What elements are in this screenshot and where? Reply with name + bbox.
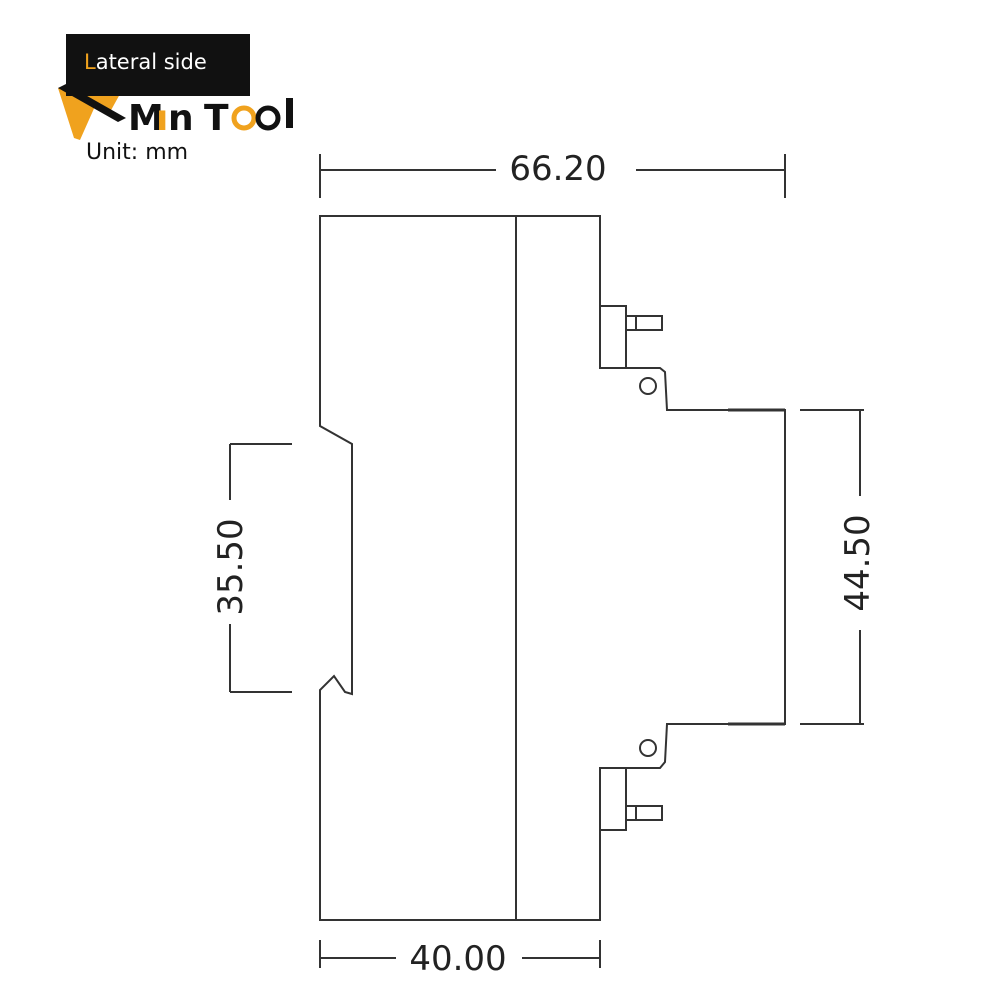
svg-text:M: M <box>128 98 164 139</box>
dimension-width-total-label: 66.20 <box>509 149 606 189</box>
bottom-terminal <box>599 767 627 831</box>
svg-text:n: n <box>168 98 194 139</box>
dimension-width-base-label: 40.00 <box>409 939 506 979</box>
logo-gear-icon <box>231 105 257 131</box>
top-terminal <box>599 305 627 369</box>
svg-text:T: T <box>204 98 229 139</box>
dimension-rail-height-label: 35.50 <box>211 518 251 615</box>
left-body-outline <box>319 215 786 921</box>
view-label-box: Lateral side <box>66 34 250 96</box>
dimension-width-base <box>319 940 601 968</box>
bottom-terminal-screw <box>625 805 663 821</box>
view-label: Lateral side <box>84 50 207 74</box>
top-mounting-hole <box>639 377 657 395</box>
dimension-rail-height <box>229 443 292 693</box>
top-terminal-screw <box>625 315 663 331</box>
unit-label: Unit: mm <box>86 140 189 165</box>
logo-gear-icon <box>255 105 281 131</box>
device-outline <box>319 215 786 921</box>
logo-arrow-icon <box>58 88 120 140</box>
dimension-front-height <box>800 409 864 725</box>
svg-text:ı: ı <box>156 98 168 139</box>
mintool-logo: M ı n T <box>58 84 293 140</box>
dimension-width-total <box>319 154 786 198</box>
bottom-mounting-hole <box>639 739 657 757</box>
dimension-front-height-label: 44.50 <box>838 514 878 611</box>
